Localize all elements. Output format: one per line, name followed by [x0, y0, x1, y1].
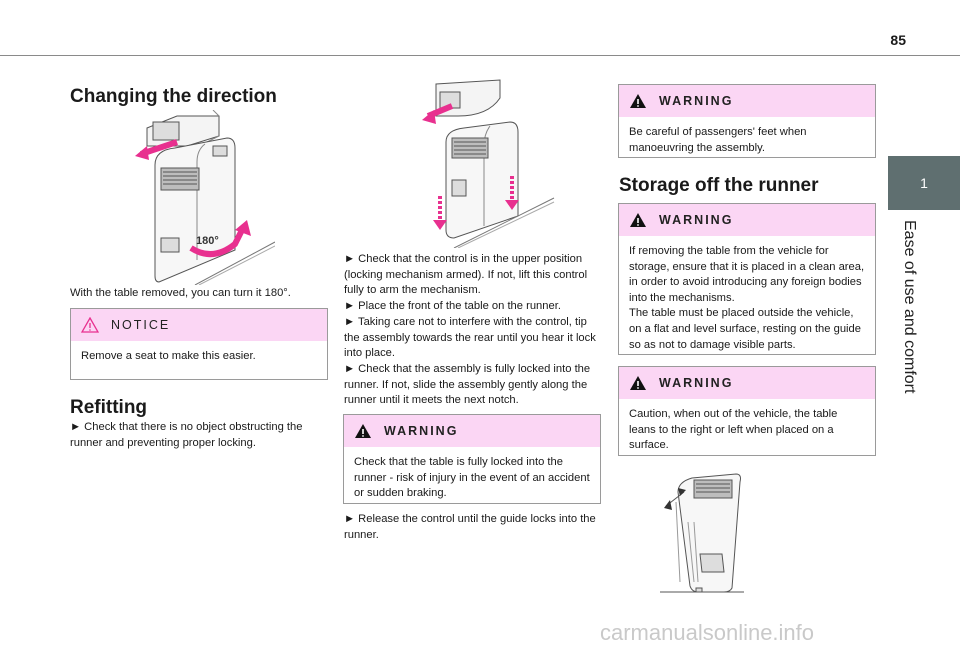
notice-box: NOTICE Remove a seat to make this easier… — [70, 308, 328, 380]
refit-table-illustration — [422, 79, 555, 248]
header-rule — [0, 55, 960, 56]
warning-header: WARNING — [619, 204, 875, 236]
warning-box-storage: WARNING If removing the table from the v… — [618, 203, 876, 355]
chapter-title: Ease of use and comfort — [888, 220, 948, 400]
warning-label: WARNING — [659, 376, 734, 390]
paragraph-release-control: ► Release the control until the guide lo… — [344, 513, 596, 541]
footer-watermark: carmanualsonline.info — [600, 620, 815, 645]
warning-header: WARNING — [344, 415, 600, 447]
warning-header: WARNING — [619, 367, 875, 399]
page-number: 85 — [890, 32, 906, 48]
notice-text: Remove a seat to make this easier. — [81, 350, 256, 362]
warning-text: Caution, when out of the vehicle, the ta… — [629, 408, 838, 452]
heading-storage: Storage off the runner — [619, 175, 819, 196]
warning-header: WARNING — [619, 85, 875, 117]
heading-refitting: Refitting — [70, 397, 148, 418]
warning-label: WARNING — [659, 94, 734, 108]
warning-label: WARNING — [659, 213, 734, 227]
notice-header: NOTICE — [71, 309, 327, 341]
warning-box-feet: WARNING Be careful of passengers' feet w… — [618, 84, 876, 158]
turn-table-illustration — [135, 110, 275, 285]
warning-text: Check that the table is fully locked int… — [354, 456, 590, 500]
heading-changing-direction: Changing the direction — [70, 86, 277, 107]
paragraph-tip-assembly: ► Taking care not to interfere with the … — [344, 316, 596, 360]
warning-box-locked: WARNING Check that the table is fully lo… — [343, 414, 601, 504]
paragraph-check-locked: ► Check that the assembly is fully locke… — [344, 363, 591, 407]
warning-filled-icon — [630, 94, 646, 108]
warning-filled-icon — [355, 424, 371, 438]
notice-label: NOTICE — [111, 318, 171, 332]
paragraph-refitting: ► Check that there is no object obstruct… — [70, 421, 303, 449]
warning-label: WARNING — [384, 424, 459, 438]
warning-outline-icon — [81, 317, 99, 333]
warning-filled-icon — [630, 213, 646, 227]
rotation-label: 180° — [196, 235, 219, 247]
warning-filled-icon — [630, 376, 646, 390]
paragraph-check-control: ► Check that the control is in the upper… — [344, 253, 588, 297]
warning-text: If removing the table from the vehicle f… — [629, 245, 865, 351]
chapter-title-text: Ease of use and comfort — [901, 220, 918, 394]
leaning-table-illustration — [660, 473, 744, 593]
paragraph-place-front: ► Place the front of the table on the ru… — [344, 300, 561, 312]
warning-box-leans: WARNING Caution, when out of the vehicle… — [618, 366, 876, 456]
paragraph-turn-table: With the table removed, you can turn it … — [70, 287, 291, 299]
warning-text: Be careful of passengers' feet when mano… — [629, 126, 807, 154]
chapter-tab[interactable]: 1 — [888, 156, 960, 210]
